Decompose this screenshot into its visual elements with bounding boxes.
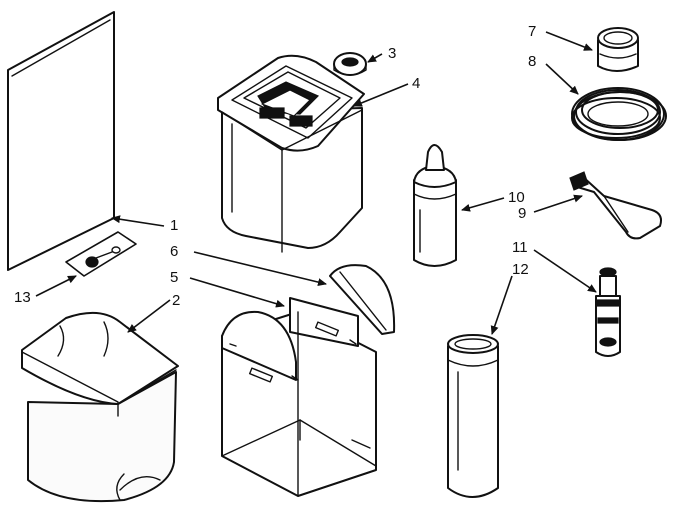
callout-10: 10 bbox=[508, 189, 525, 206]
callout-7: 7 bbox=[528, 23, 536, 40]
leader-11 bbox=[533, 249, 597, 293]
leader-4 bbox=[353, 83, 409, 107]
leader-12 bbox=[490, 275, 513, 335]
callout-2: 2 bbox=[172, 292, 180, 309]
callout-numbers: 1 2 3 4 5 6 7 8 9 10 11 12 13 bbox=[14, 23, 536, 309]
leader-13 bbox=[35, 275, 77, 297]
part-9-sealant-tube bbox=[569, 171, 662, 240]
leader-5 bbox=[189, 277, 285, 308]
callout-9: 9 bbox=[518, 205, 526, 222]
part-6-baffle bbox=[329, 264, 396, 335]
part-5-support-frame bbox=[221, 297, 377, 497]
part-1-instruction-sheet bbox=[7, 11, 115, 271]
leader-6 bbox=[193, 251, 327, 287]
part-8-tubing-coil bbox=[571, 87, 667, 141]
part-12-spray-can bbox=[447, 334, 499, 498]
callout-1: 1 bbox=[170, 217, 178, 234]
part-3-grommet bbox=[333, 52, 367, 76]
leader-10 bbox=[461, 197, 505, 212]
part-11-valve-fitting bbox=[595, 267, 621, 357]
callout-6: 6 bbox=[170, 243, 178, 260]
callout-4: 4 bbox=[412, 75, 420, 92]
part-4-water-reservoir bbox=[217, 54, 365, 253]
leader-9 bbox=[533, 194, 583, 213]
part-2-filter-bag bbox=[21, 311, 179, 503]
callout-3: 3 bbox=[388, 45, 396, 62]
leader-8 bbox=[545, 63, 579, 95]
leader-1 bbox=[111, 215, 165, 227]
part-10-aerosol-can bbox=[413, 144, 457, 267]
leader-7 bbox=[545, 31, 593, 51]
callout-12: 12 bbox=[512, 261, 529, 278]
leader-lines bbox=[35, 31, 597, 335]
callout-5: 5 bbox=[170, 269, 178, 286]
leader-2 bbox=[127, 299, 171, 333]
part-13-hardware-packet bbox=[65, 231, 137, 277]
callout-13: 13 bbox=[14, 289, 31, 306]
part-7-can bbox=[597, 27, 639, 72]
leader-3 bbox=[367, 53, 383, 63]
callout-11: 11 bbox=[512, 239, 528, 256]
callout-8: 8 bbox=[528, 53, 536, 70]
